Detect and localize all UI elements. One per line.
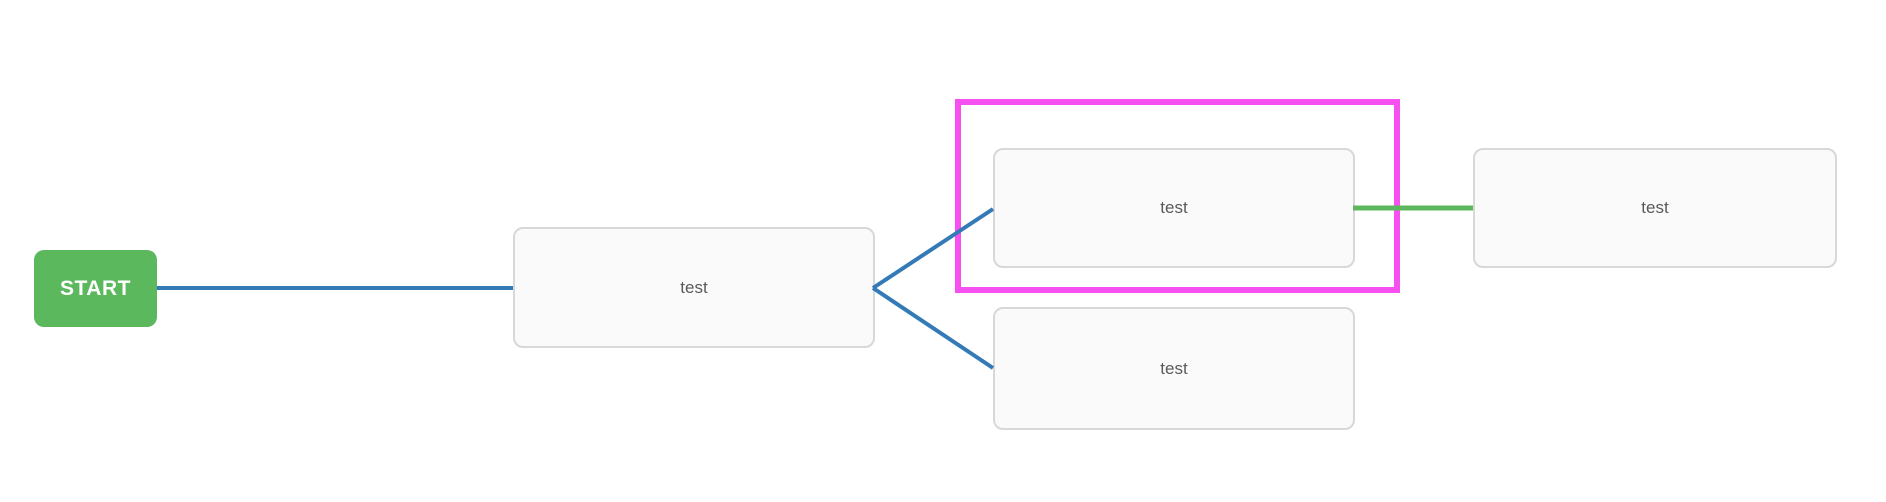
flow-node-1[interactable]: test: [513, 227, 875, 348]
flow-node-4-label: test: [1641, 198, 1669, 217]
flow-node-3-label: test: [1160, 358, 1188, 378]
flow-node-1-label: test: [680, 277, 708, 297]
flow-node-3[interactable]: test: [993, 307, 1355, 430]
flow-node-2-label: test: [1160, 198, 1188, 217]
start-button[interactable]: START: [34, 250, 157, 327]
edge-node-1-to-node-3[interactable]: [871, 286, 995, 370]
flow-node-4[interactable]: test: [1473, 148, 1837, 268]
selection-highlight: [955, 99, 1400, 293]
flow-node-2-selected[interactable]: test: [993, 148, 1355, 268]
